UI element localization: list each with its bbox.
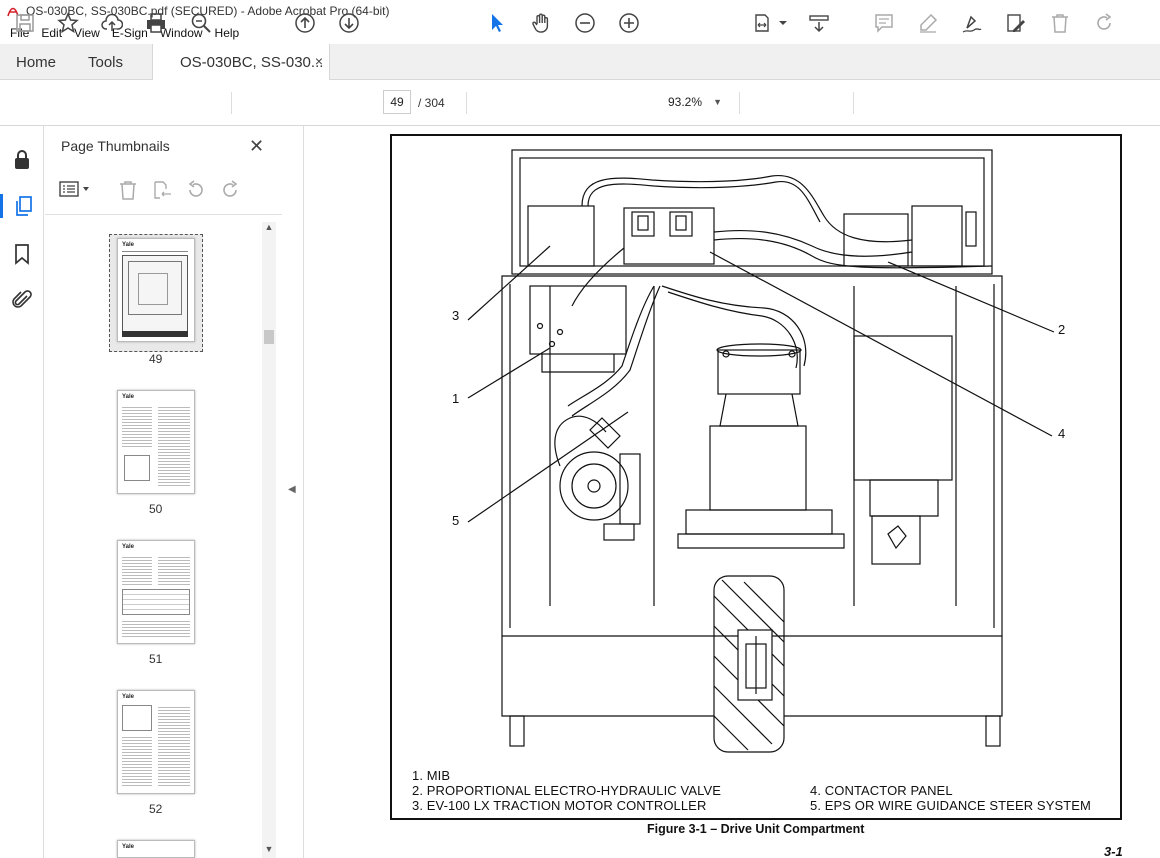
chevron-down-icon: ▼: [713, 97, 722, 107]
figure-caption: Figure 3-1 – Drive Unit Compartment: [647, 822, 865, 836]
tab-tools[interactable]: Tools: [88, 53, 124, 71]
callout-5: 5: [452, 513, 460, 528]
thumbnail-page-number: 51: [149, 652, 163, 666]
previous-page-icon[interactable]: [293, 11, 317, 35]
document-view[interactable]: 3 1 5 2 4 1. MIB 2. PROPORTIONAL ELECTRO…: [304, 126, 1160, 858]
callout-2: 2: [1058, 322, 1066, 337]
page-fit-icon[interactable]: [752, 11, 776, 35]
redo-icon[interactable]: [1092, 11, 1116, 35]
collapse-left-icon[interactable]: ◀: [288, 484, 296, 495]
acrobat-logo-icon: [7, 7, 19, 17]
highlight-pen-icon[interactable]: [916, 11, 940, 35]
window-title: OS-030BC, SS-030BC.pdf (SECURED) - Adobe…: [26, 4, 390, 18]
title-bar: OS-030BC, SS-030BC.pdf (SECURED) - Adobe…: [0, 0, 1160, 22]
rotate-left-icon[interactable]: [185, 179, 207, 201]
thumbnails-panel: Page Thumbnails ✕ Yale 49 Yale 50: [45, 126, 282, 858]
tab-document[interactable]: OS-030BC, SS-030... ×: [152, 44, 330, 81]
thumbnail-page-number: 49: [149, 352, 163, 366]
toolbar: [0, 80, 1160, 126]
scroll-up-icon[interactable]: ▲: [264, 222, 274, 232]
thumbnail-image: Yale: [117, 238, 195, 342]
hand-tool-icon[interactable]: [529, 11, 553, 35]
sign-pen-icon[interactable]: [960, 11, 984, 35]
zoom-in-icon[interactable]: [617, 11, 641, 35]
next-page-icon[interactable]: [337, 11, 361, 35]
legend-item-3: 3. EV-100 LX TRACTION MOTOR CONTROLLER: [412, 798, 707, 813]
bookmark-star-icon[interactable]: [56, 11, 80, 35]
scrollbar-thumb[interactable]: [264, 330, 274, 344]
tab-bar: Home Tools OS-030BC, SS-030... ×: [0, 44, 1160, 81]
zoom-search-icon[interactable]: [189, 11, 213, 35]
menu-window[interactable]: Window: [159, 26, 203, 40]
thumbnails-scrollbar[interactable]: ▲ ▼: [262, 222, 276, 858]
thumbnail-options-icon[interactable]: [59, 179, 93, 199]
attachment-icon[interactable]: [10, 288, 34, 312]
rotate-right-icon[interactable]: [219, 179, 241, 201]
legend-item-1: 1. MIB: [412, 768, 451, 783]
print-icon[interactable]: [144, 11, 168, 35]
upload-cloud-icon[interactable]: [100, 11, 124, 35]
thumbnail-page-number: 52: [149, 802, 163, 816]
insert-page-icon[interactable]: [151, 179, 173, 201]
lock-icon[interactable]: [10, 148, 34, 172]
panel-title: Page Thumbnails: [61, 138, 170, 154]
tab-document-label: OS-030BC, SS-030...: [180, 54, 324, 71]
page-fit-dropdown-icon[interactable]: [771, 11, 795, 35]
callout-4: 4: [1058, 426, 1066, 441]
drive-unit-drawing: [467, 149, 1055, 753]
page-total: / 304: [418, 96, 445, 110]
close-tab-icon[interactable]: ×: [314, 53, 323, 69]
callout-1: 1: [452, 391, 460, 406]
thumbnail-page-number: 50: [149, 502, 163, 516]
zoom-out-icon[interactable]: [573, 11, 597, 35]
figure-frame: 3 1 5 2 4 1. MIB 2. PROPORTIONAL ELECTRO…: [390, 134, 1122, 820]
panel-collapse-handle[interactable]: ◀: [282, 126, 304, 858]
edit-form-icon[interactable]: [1004, 11, 1028, 35]
tab-home[interactable]: Home: [16, 53, 57, 71]
zoom-level-value: 93.2%: [668, 95, 703, 109]
thumbnail-image: Yale: [117, 690, 195, 794]
legend-item-2: 2. PROPORTIONAL ELECTRO-HYDRAULIC VALVE: [412, 783, 721, 798]
menu-view[interactable]: View: [74, 26, 100, 40]
left-rail: [0, 126, 44, 858]
legend-item-4: 4. CONTACTOR PANEL: [810, 783, 953, 798]
delete-icon[interactable]: [1048, 11, 1072, 35]
page-thumbnails-icon[interactable]: [0, 194, 44, 218]
delete-page-icon[interactable]: [117, 179, 139, 201]
scroll-down-icon[interactable]: ▼: [264, 844, 274, 854]
menu-help[interactable]: Help: [214, 26, 240, 40]
thumbnail-image: Yale: [117, 840, 195, 858]
menu-edit[interactable]: Edit: [41, 26, 63, 40]
close-panel-icon[interactable]: ✕: [249, 136, 265, 156]
menu-esign[interactable]: E-Sign: [111, 26, 148, 40]
legend-item-5: 5. EPS OR WIRE GUIDANCE STEER SYSTEM: [810, 798, 1091, 813]
thumbnail-image: Yale: [117, 540, 195, 644]
read-mode-icon[interactable]: [807, 11, 831, 35]
bookmarks-icon[interactable]: [10, 242, 34, 266]
save-icon[interactable]: [13, 11, 37, 35]
page-number-input[interactable]: 49: [383, 90, 411, 114]
select-cursor-icon[interactable]: [485, 11, 509, 35]
menu-bar: File Edit View E-Sign Window Help: [0, 22, 1160, 44]
panel-toolbar: [59, 176, 264, 204]
page-footer-label: 3-1: [1104, 844, 1123, 858]
menu-file[interactable]: File: [10, 26, 30, 40]
zoom-level-select[interactable]: 93.2% ▼: [658, 90, 730, 114]
callout-3: 3: [452, 308, 460, 323]
comment-icon[interactable]: [872, 11, 896, 35]
thumbnail-image: Yale: [117, 390, 195, 494]
